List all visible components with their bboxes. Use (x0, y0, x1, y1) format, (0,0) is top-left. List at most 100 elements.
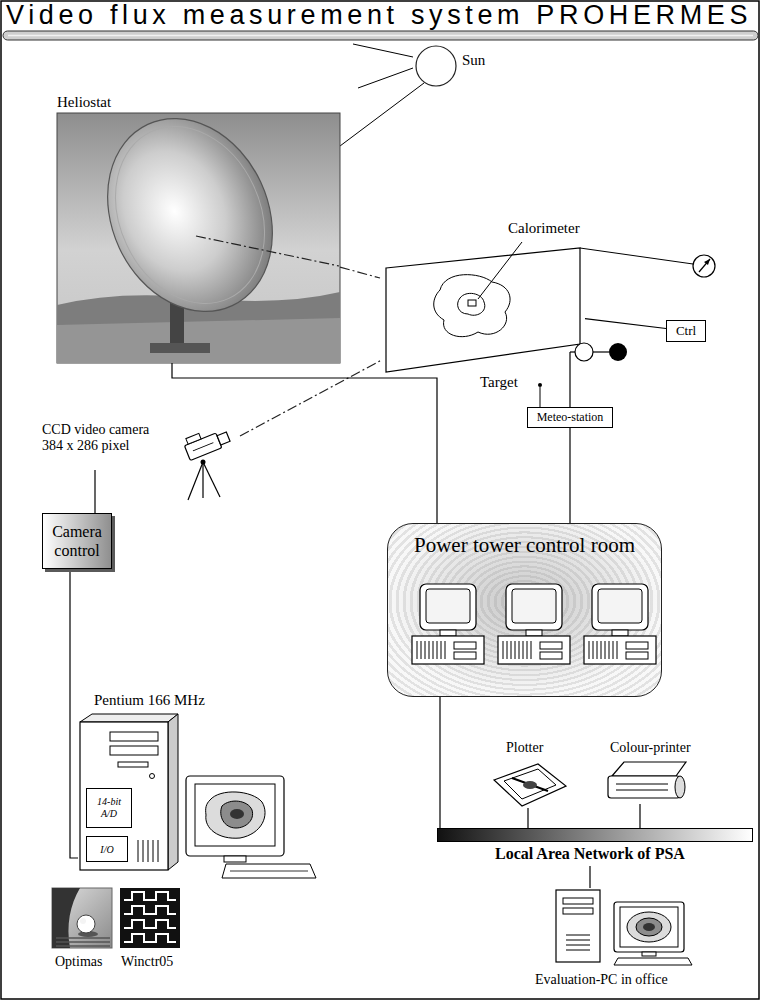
control-room-computers (440, 630, 456, 636)
software-icon: Winctr05 (118, 886, 184, 976)
control-room-computers (605, 641, 606, 659)
connection-line (585, 319, 666, 329)
plotter-icon (494, 764, 566, 806)
target-drawing (468, 300, 476, 306)
colour-printer-icon (612, 762, 686, 776)
control-room-computers (425, 641, 426, 659)
colour-printer-icon (608, 776, 680, 798)
light-beam (240, 361, 380, 436)
control-room-computers (531, 641, 532, 659)
sun-symbol (353, 44, 413, 57)
video-camera-icon (202, 462, 203, 498)
control-room-computers (429, 641, 430, 659)
pentium-computer (230, 871, 308, 872)
winctr-icon (124, 892, 176, 900)
control-room-computers (584, 636, 656, 664)
target-drawing (386, 242, 715, 372)
winctr-icon (120, 888, 180, 948)
pentium-computer (80, 722, 168, 870)
heliostat: Heliostat (57, 94, 340, 363)
evaluation-computer (566, 940, 590, 941)
control-room-computers (626, 642, 648, 649)
pentium-computer (221, 801, 253, 828)
pentium-computer (186, 776, 284, 856)
connection-line (94, 470, 95, 513)
heliostat-photo (77, 91, 303, 338)
control-room-computers (617, 641, 618, 659)
network-label: Local Area Network of PSA (495, 845, 685, 863)
control-room-computers (613, 641, 614, 659)
colour-printer: Colour-printer (608, 740, 703, 804)
connection-line (172, 363, 437, 523)
control-room-label: Power tower control room (388, 532, 661, 558)
control-room-panel: Power tower control room (387, 523, 662, 697)
meteo-icon (570, 351, 575, 352)
plotter-label: Plotter (506, 740, 543, 756)
control-room-computers (512, 589, 556, 623)
control-room-computers (454, 642, 476, 649)
evaluation-computer (563, 908, 593, 914)
pentium-computer (230, 809, 244, 819)
control-room-computers (515, 641, 516, 659)
winctr-icon (120, 888, 180, 948)
ctrl-label: Ctrl (676, 323, 696, 339)
evaluation-computer (643, 923, 655, 931)
target-drawing (693, 255, 715, 277)
target-drawing (699, 259, 710, 272)
pentium-computer (110, 746, 158, 755)
io-card: I/O (86, 836, 128, 862)
plotter: Plotter (490, 740, 565, 808)
plotter-icon (504, 769, 556, 799)
target-drawing (434, 275, 510, 337)
evaluation-computer (614, 958, 692, 965)
meteo-icon (538, 343, 627, 407)
pentium-computer: Pentium 166 MHz14-bit A/DI/O (78, 692, 312, 880)
page-frame (3, 31, 758, 40)
video-camera-icon (182, 424, 231, 500)
evaluation-computer (566, 935, 590, 936)
pentium-computer (168, 714, 178, 870)
meteo-icon (575, 343, 593, 361)
evaluation-label: Evaluation-PC in office (535, 972, 668, 988)
camera-control-label: Camera control (47, 522, 107, 560)
card-label: 14-bit A/D (90, 796, 128, 820)
video-camera-icon (217, 432, 230, 445)
control-room-computers (421, 641, 422, 659)
winctr-icon (124, 934, 176, 942)
pentium-computer (118, 762, 148, 767)
target-drawing (478, 242, 522, 299)
ad-card: 14-bit A/D (86, 788, 132, 828)
evaluation-computer (566, 950, 590, 951)
plotter-icon (512, 778, 548, 791)
evaluation-pc: Evaluation-PC in office (530, 888, 710, 992)
control-room-computers (519, 641, 520, 659)
heliostat-photo (150, 343, 210, 353)
pentium-computer (138, 840, 139, 862)
meteo-icon (569, 352, 570, 407)
control-room-computers (540, 652, 562, 659)
meteo-icon (609, 343, 627, 361)
sun-symbol (340, 44, 456, 146)
control-room-computers (609, 641, 610, 659)
control-room-computers (526, 630, 542, 636)
control-room-computers (445, 641, 446, 659)
connection-line (589, 866, 590, 888)
control-room-computers (589, 641, 590, 659)
target-plane: CalorimeterTarget (380, 216, 585, 396)
pentium-computer (148, 840, 149, 862)
evaluation-computer (556, 890, 600, 962)
control-room-computers (506, 584, 562, 630)
sun-symbol (416, 46, 456, 86)
page-frame (8, 35, 753, 37)
evaluation-computer (642, 952, 656, 956)
video-camera-icon (203, 462, 220, 497)
pentium-computer (143, 840, 144, 862)
meteo-icon (540, 387, 541, 407)
colour-printer-icon (608, 762, 686, 798)
target-drawing (458, 293, 485, 315)
heliostat-photo (88, 102, 293, 328)
control-room-computers (601, 641, 602, 659)
evaluation-computer (556, 890, 692, 965)
control-room-computers (507, 641, 508, 659)
